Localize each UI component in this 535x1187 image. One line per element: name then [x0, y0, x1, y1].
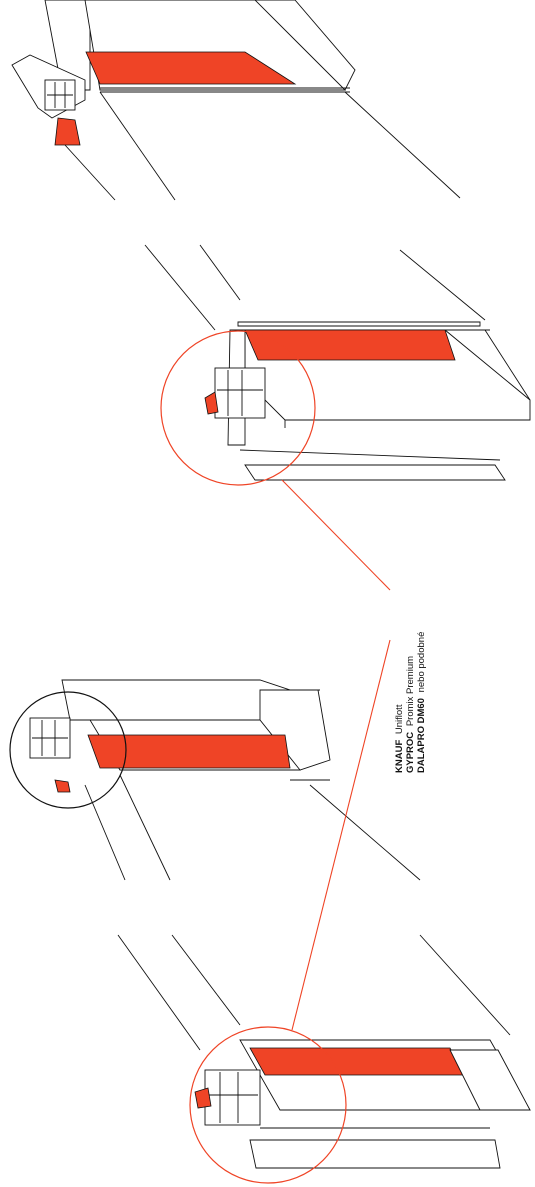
- detail-upper-profile-box: [214, 367, 266, 419]
- detail-bottom-block: [449, 1049, 531, 1111]
- leader-line-upper: [281, 479, 391, 591]
- detail-upper: [144, 244, 531, 486]
- detail-top-frame-left: [44, 0, 91, 91]
- callout-brand-1: KNAUF: [394, 740, 405, 773]
- callout-brand-2: GYPROC: [405, 732, 416, 773]
- callout-brand-3: DALAPRO DM60: [416, 698, 427, 773]
- detail-upper-red-tape: [244, 329, 456, 361]
- detail-lower-zoom-circle: [9, 691, 127, 809]
- callout-product-3: nebo podobné: [416, 632, 427, 693]
- callout-line-2: GYPROC Promix Premium: [405, 656, 416, 773]
- detail-bottom-zoom-circle: [189, 1026, 347, 1184]
- detail-upper-bottom-board: [244, 464, 506, 481]
- detail-top-red-tape: [85, 51, 297, 85]
- detail-top-red-corner: [54, 117, 81, 146]
- detail-lower: [9, 679, 421, 881]
- detail-bottom: [117, 934, 531, 1184]
- detail-bottom-profile-box: [204, 1069, 261, 1126]
- detail-bottom-red-joint: [194, 1087, 212, 1109]
- product-callout: KNAUF Uniflott GYPROC Promix Premium DAL…: [394, 632, 427, 773]
- callout-line-1: KNAUF Uniflott: [394, 704, 405, 773]
- detail-bottom-base-board: [249, 1139, 501, 1169]
- detail-top-board-edge: [254, 0, 356, 91]
- detail-lower-red-tape: [87, 734, 291, 769]
- callout-product-1: Uniflott: [394, 704, 405, 734]
- detail-upper-zoom-circle: [160, 330, 316, 486]
- detail-bottom-red-tape: [249, 1047, 466, 1076]
- callout-product-2: Promix Premium: [405, 656, 416, 726]
- detail-top: [11, 0, 461, 201]
- leader-line-lower: [291, 639, 391, 1031]
- detail-lower-red-corner: [54, 779, 71, 793]
- detail-upper-red-joint: [204, 391, 219, 415]
- detail-upper-edge-strip: [237, 321, 481, 327]
- callout-line-3: DALAPRO DM60 nebo podobné: [416, 632, 427, 773]
